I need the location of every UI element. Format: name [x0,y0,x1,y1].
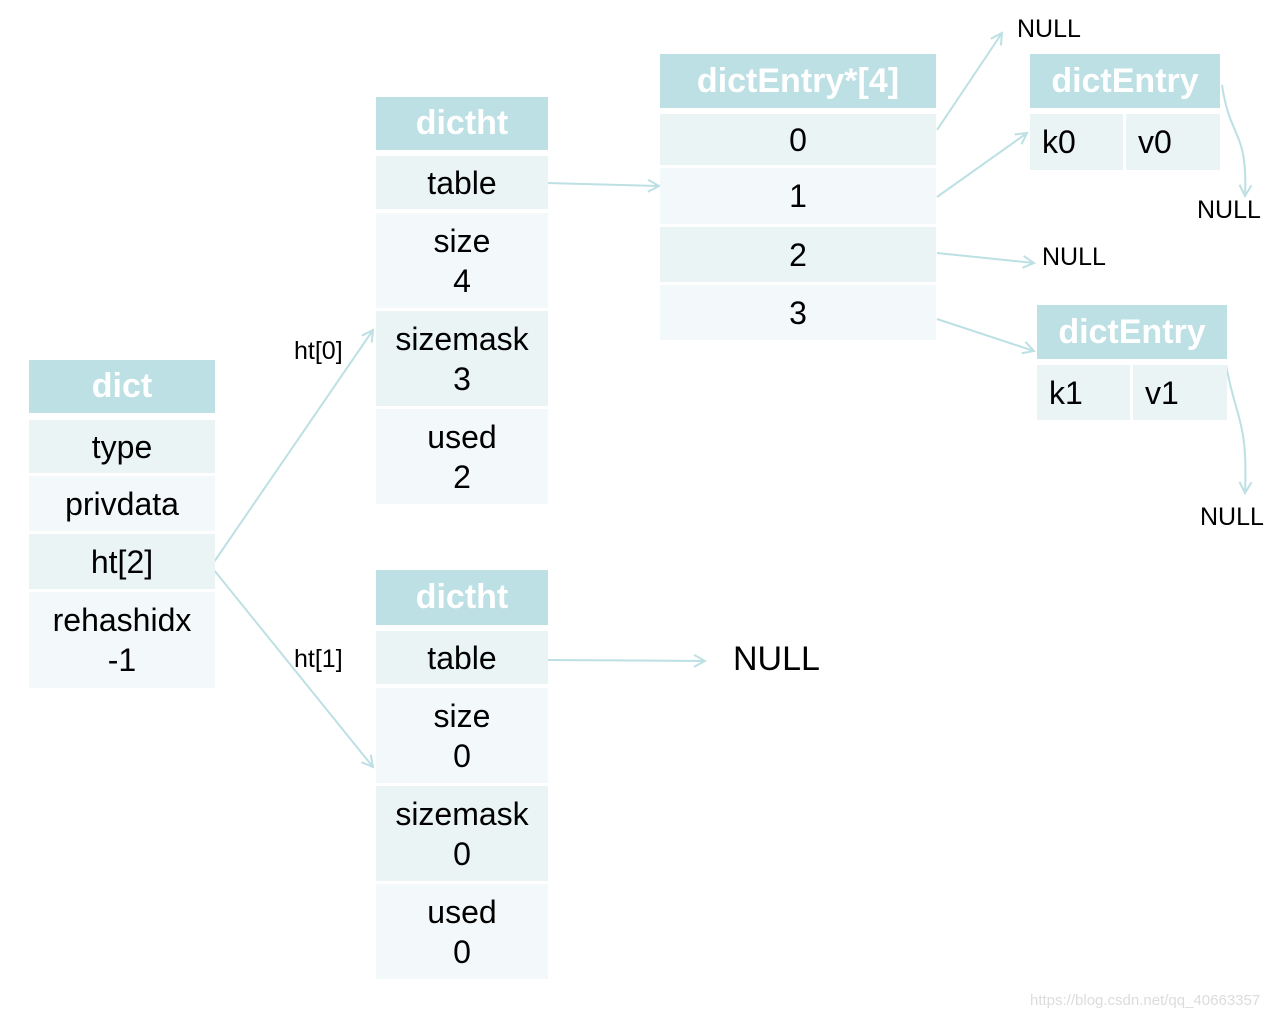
dict-field-value: -1 [107,642,137,678]
arrow-slot1-entry0 [936,133,1027,198]
dict-field-label: ht[2] [90,543,154,580]
ht0-field-value: 4 [453,262,471,299]
watermark: https://blog.csdn.net/qq_40663357 [1030,992,1261,1009]
slot2-null: NULL [1042,243,1106,271]
ht0-field-label: sizemask [395,320,529,357]
ht0-label: ht[0] [294,337,343,365]
arrow-slot0-null [936,33,1002,131]
entry1-value: v1 [1133,365,1227,420]
ht1-field-value: 0 [453,835,471,872]
entry0-next-null: NULL [1197,196,1261,224]
arrow-slot2-null [936,252,1034,263]
arrow-entry0-next [1221,84,1245,196]
ht1-table-null: NULL [733,640,820,678]
arrow-entry1-next [1225,364,1245,493]
ht1-header: dictht [376,570,548,625]
dict-field-privdata: privdata [29,476,215,531]
table-array-header: dictEntry*[4] [660,54,936,108]
ht1-field-label: sizemask [395,795,529,832]
ht0-field-value: 2 [453,458,471,495]
arrow-ht1 [213,569,373,767]
entry1-next-null: NULL [1200,503,1264,531]
arrow-ht0-table [545,183,659,186]
ht1-field-used: used 0 [376,884,548,979]
dict-field-type: type [29,420,215,473]
ht0-field-value: 3 [453,360,471,397]
table-slot-2: 2 [660,227,936,282]
dict-header: dict [29,360,215,413]
entry0-value: v0 [1126,114,1220,170]
ht0-field-label: used [427,418,497,455]
ht0-field-label: table [427,164,497,201]
ht0-field-size: size 4 [376,213,548,308]
dict-field-label: rehashidx [52,602,192,638]
ht1-field-table: table [376,631,548,684]
entry1-header: dictEntry [1037,305,1227,359]
ht1-field-label: table [427,639,497,676]
dict-field-label: type [91,428,153,465]
arrow-slot3-entry1 [936,318,1034,351]
dict-field-rehashidx: rehashidx -1 [29,592,215,688]
entry0-key: k0 [1030,114,1123,170]
slot0-null: NULL [1017,15,1081,43]
ht0-field-table: table [376,156,548,209]
ht1-field-value: 0 [453,933,471,970]
arrow-ht0 [213,330,373,563]
ht0-field-sizemask: sizemask 3 [376,311,548,406]
ht1-field-sizemask: sizemask 0 [376,786,548,881]
table-slot-3: 3 [660,285,936,340]
table-slot-1: 1 [660,168,936,224]
dict-field-ht: ht[2] [29,534,215,589]
ht0-header: dictht [376,97,548,150]
entry1-key: k1 [1037,365,1130,420]
ht0-field-label: size [433,222,491,259]
ht1-field-size: size 0 [376,688,548,783]
entry0-header: dictEntry [1030,54,1220,108]
dict-field-label: privdata [65,485,179,522]
arrow-ht1-table [547,660,705,661]
table-slot-0: 0 [660,114,936,165]
ht1-field-value: 0 [453,737,471,774]
ht1-field-label: size [433,697,491,734]
ht1-field-label: used [427,893,497,930]
ht1-label: ht[1] [294,645,343,673]
ht0-field-used: used 2 [376,409,548,504]
